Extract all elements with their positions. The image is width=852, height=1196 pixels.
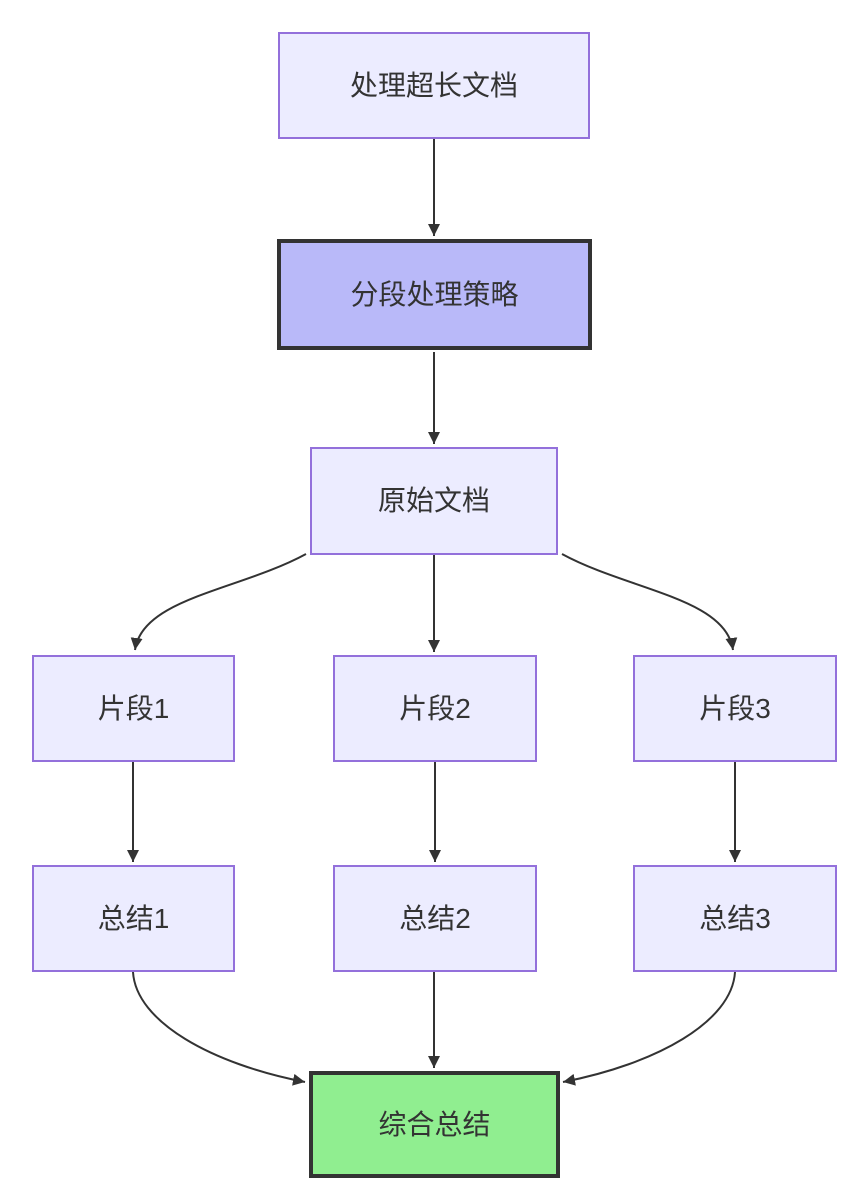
- node-label: 片段3: [699, 692, 771, 724]
- node-label: 原始文档: [377, 485, 490, 516]
- node-label: 处理超长文档: [349, 69, 518, 101]
- edge-e1-to-f: [132, 971, 306, 1086]
- node-combined-summary: 综合总结: [309, 1071, 560, 1178]
- node-label: 分段处理策略: [350, 278, 519, 310]
- node-label: 片段1: [97, 692, 170, 724]
- node-fragment-1: 片段1: [32, 655, 235, 762]
- node-segmentation-strategy: 分段处理策略: [277, 239, 592, 350]
- edge-c-to-d1: [130, 553, 307, 651]
- node-summary-2: 总结2: [333, 865, 537, 972]
- node-summary-1: 总结1: [32, 865, 235, 972]
- node-label: 总结3: [699, 902, 771, 934]
- node-fragment-2: 片段2: [333, 655, 537, 762]
- node-process-long-document: 处理超长文档: [278, 32, 590, 139]
- node-label: 总结1: [97, 902, 170, 934]
- node-label: 综合总结: [378, 1108, 491, 1140]
- node-original-document: 原始文档: [310, 447, 558, 555]
- node-label: 总结2: [399, 902, 471, 934]
- node-label: 片段2: [399, 692, 471, 724]
- node-summary-3: 总结3: [633, 865, 837, 972]
- edge-c-to-d3: [561, 553, 738, 651]
- edge-e3-to-f: [562, 971, 736, 1086]
- node-fragment-3: 片段3: [633, 655, 837, 762]
